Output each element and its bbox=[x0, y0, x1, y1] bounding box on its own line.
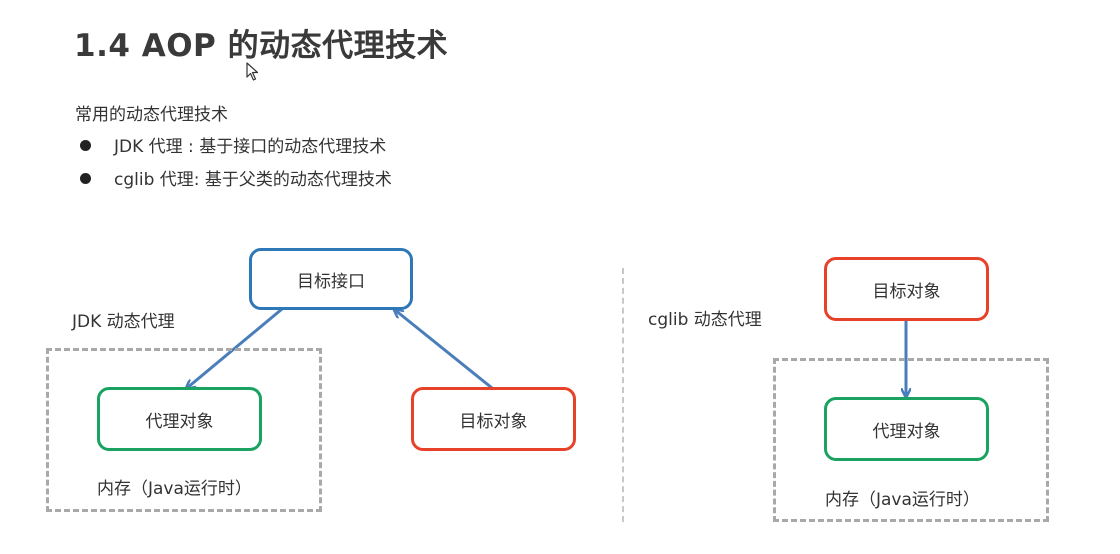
jdk-target-object-box: 目标对象 bbox=[411, 387, 576, 451]
jdk-memory-region bbox=[46, 348, 322, 512]
page-title: 1.4 AOP 的动态代理技术 bbox=[74, 28, 449, 64]
arrow-target-to-interface bbox=[395, 310, 493, 390]
jdk-proxy-label: JDK 动态代理 bbox=[72, 312, 175, 332]
intro-text: 常用的动态代理技术 bbox=[75, 105, 228, 125]
jdk-memory-label: 内存（Java运行时） bbox=[97, 479, 252, 499]
mouse-cursor-icon bbox=[246, 62, 259, 81]
cglib-proxy-label: cglib 动态代理 bbox=[648, 310, 762, 330]
bullet-text: cglib 代理: 基于父类的动态代理技术 bbox=[114, 170, 392, 190]
cglib-memory-region bbox=[773, 358, 1049, 522]
bullet-dot-icon bbox=[80, 140, 91, 151]
cglib-target-object-box: 目标对象 bbox=[824, 257, 989, 321]
jdk-proxy-object-box: 代理对象 bbox=[97, 387, 262, 451]
cglib-proxy-object-box: 代理对象 bbox=[824, 397, 989, 461]
target-interface-box: 目标接口 bbox=[249, 248, 413, 310]
section-divider bbox=[622, 268, 624, 522]
bullet-dot-icon bbox=[80, 173, 91, 184]
bullet-text: JDK 代理 : 基于接口的动态代理技术 bbox=[114, 137, 387, 157]
cglib-memory-label: 内存（Java运行时） bbox=[825, 490, 980, 510]
